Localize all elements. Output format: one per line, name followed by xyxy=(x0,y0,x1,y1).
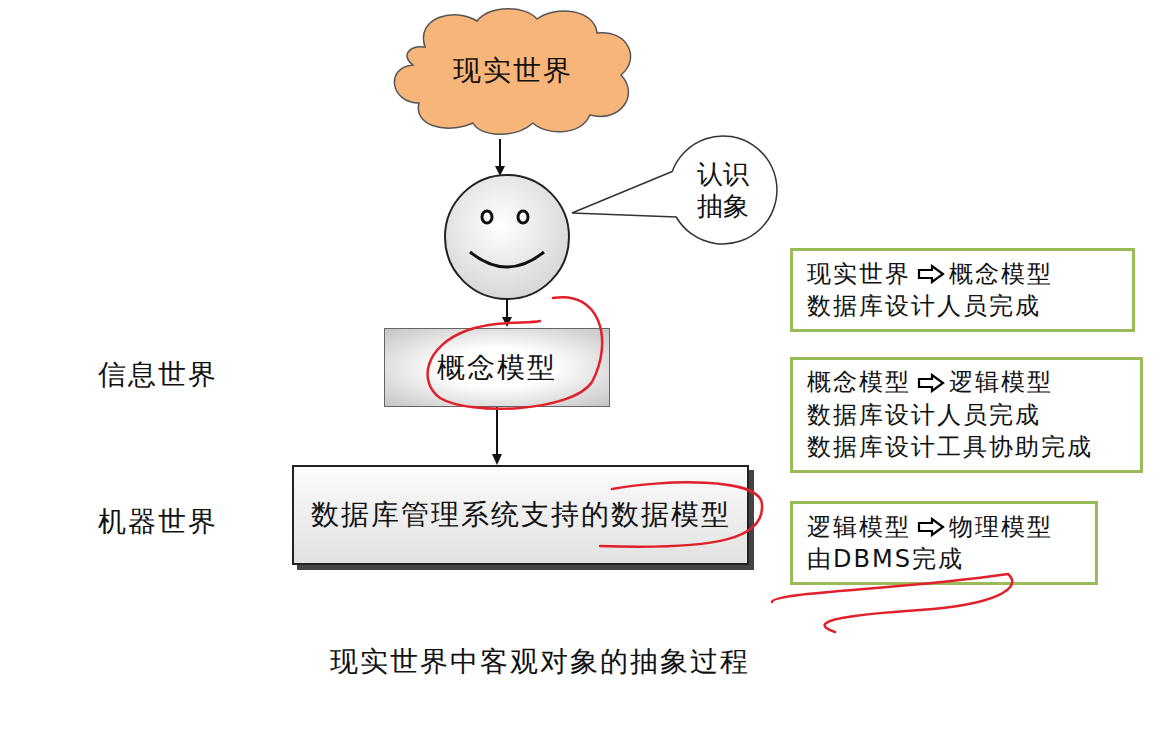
text-row: 由DBMS完成 xyxy=(807,543,1053,575)
hollow-arrow xyxy=(917,373,945,393)
red-pen-mark xyxy=(600,482,762,546)
note-box: 现实世界 概念模型数据库设计人员完成 xyxy=(790,248,1135,332)
flow-line xyxy=(496,407,498,456)
bubble-outline xyxy=(668,135,778,245)
arrow-head xyxy=(492,454,502,465)
note-text: 逻辑模型 xyxy=(949,366,1053,398)
flow-arrow xyxy=(492,407,502,465)
note-text: 由DBMS完成 xyxy=(807,543,964,575)
text-holder: 现实世界 概念模型数据库设计人员完成 xyxy=(807,258,1053,323)
speech-bubble: 认识 抽象 xyxy=(668,135,778,245)
face-eye xyxy=(482,211,492,223)
node-text: 现实世界 xyxy=(453,52,573,90)
text-holder: 概念模型 xyxy=(437,349,557,387)
text-row: 逻辑模型 物理模型 xyxy=(807,511,1053,543)
text-row: 现实世界 概念模型 xyxy=(807,258,1053,290)
text-holder: 数据库管理系统支持的数据模型 xyxy=(311,496,731,534)
world-label: 信息世界 xyxy=(98,356,218,394)
text-row: 数据库设计人员完成 xyxy=(807,399,1093,431)
note-text: 概念模型 xyxy=(807,366,911,398)
node-text: 概念模型 xyxy=(437,349,557,387)
face-eye xyxy=(518,211,528,223)
note-text: 现实世界 xyxy=(807,258,911,290)
flow-line xyxy=(506,299,508,318)
text-holder: 逻辑模型 物理模型由DBMS完成 xyxy=(807,511,1053,576)
caption: 现实世界中客观对象的抽象过程 xyxy=(330,645,750,678)
text-holder: 现实世界 xyxy=(453,52,573,90)
note-text: 概念模型 xyxy=(949,258,1053,290)
cloud-outline xyxy=(394,9,630,135)
note-text: 数据库设计人员完成 xyxy=(807,290,1041,322)
red-pen-mark xyxy=(428,297,603,409)
face-smile xyxy=(470,252,544,267)
world-label: 机器世界 xyxy=(98,503,218,541)
hollow-arrow xyxy=(919,519,943,535)
node-text: 数据库管理系统支持的数据模型 xyxy=(311,496,731,534)
note-box: 概念模型 逻辑模型数据库设计人员完成数据库设计工具协助完成 xyxy=(790,357,1143,473)
model-box: 概念模型 xyxy=(384,328,610,407)
note-text: 逻辑模型 xyxy=(807,511,911,543)
hollow-arrow xyxy=(917,264,945,284)
bubble-outline xyxy=(572,136,777,244)
arrow-head xyxy=(502,317,512,327)
note-text: 数据库设计工具协助完成 xyxy=(807,431,1093,463)
smiley-face xyxy=(445,175,569,299)
note-box: 逻辑模型 物理模型由DBMS完成 xyxy=(790,501,1098,585)
text-row: 概念模型 逻辑模型 xyxy=(807,366,1093,398)
hollow-arrow xyxy=(917,517,945,537)
flow-line xyxy=(499,139,501,168)
hollow-arrow xyxy=(919,266,943,282)
text-holder: 概念模型 逻辑模型数据库设计人员完成数据库设计工具协助完成 xyxy=(807,366,1093,463)
hollow-arrow xyxy=(919,375,943,391)
caption-holder: 现实世界中客观对象的抽象过程 xyxy=(240,643,840,681)
text-holder: 认识 抽象 xyxy=(694,158,751,223)
text-row: 数据库设计工具协助完成 xyxy=(807,431,1093,463)
note-text: 数据库设计人员完成 xyxy=(807,399,1041,431)
note-text: 物理模型 xyxy=(949,511,1053,543)
node-text: 认识 抽象 xyxy=(694,158,751,223)
model-box: 数据库管理系统支持的数据模型 xyxy=(292,465,749,565)
cloud-shape: 现实世界 xyxy=(385,5,640,137)
red-pen-mark xyxy=(772,574,1012,632)
text-row: 数据库设计人员完成 xyxy=(807,290,1053,322)
